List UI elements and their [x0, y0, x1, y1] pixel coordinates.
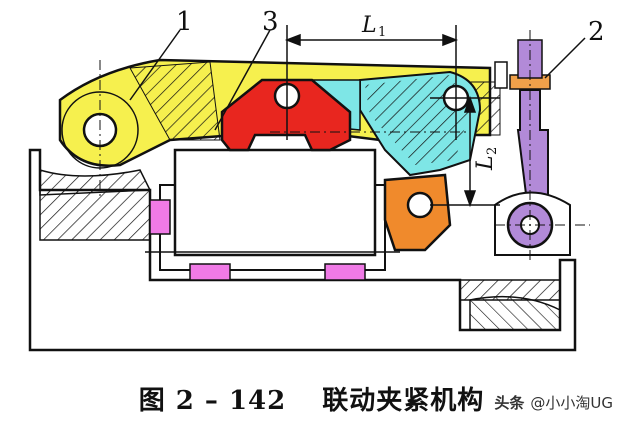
part-label-3: 3	[262, 7, 279, 37]
figure-title: 联动夹紧机构	[322, 385, 485, 416]
watermark-source: 头条	[494, 394, 525, 412]
workpiece	[145, 148, 400, 271]
center-lines	[99, 30, 590, 260]
rod-assembly-2	[494, 39, 571, 256]
dimension-l1	[284, 25, 459, 140]
support-blocks	[149, 199, 366, 281]
figure-caption: 图 2 – 142 联动夹紧机构	[0, 378, 623, 418]
dimension-l2-label: L	[473, 155, 498, 171]
dimension-l2	[430, 95, 500, 208]
leader-lines	[129, 29, 586, 131]
figure-number: 图 2 – 142	[138, 385, 287, 416]
part-label-1: 1	[176, 7, 193, 37]
machine-base	[28, 148, 577, 352]
part-label-2: 2	[588, 17, 605, 47]
dimension-l2-subscript: 2	[485, 147, 500, 155]
dimension-l1-subscript: 1	[378, 25, 386, 40]
orange-pawl	[383, 173, 452, 252]
watermark-handle: @小小淘UG	[530, 394, 613, 412]
watermark: 头条 @小小淘UG	[492, 392, 615, 413]
dimension-l1-label: L	[361, 13, 377, 38]
